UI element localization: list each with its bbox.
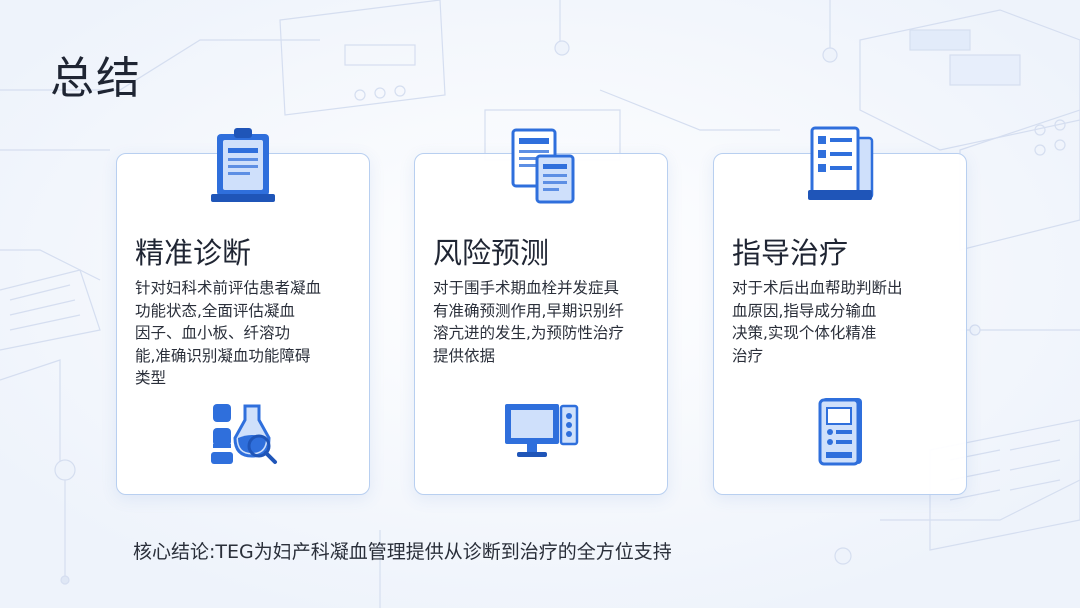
card-heading: 指导治疗	[732, 236, 849, 270]
card-description-line: 功能状态,全面评估凝血	[135, 301, 295, 320]
card-description-line: 决策,实现个体化精准	[732, 324, 877, 342]
card-description-line: 溶亢进的发生,为预防性治疗	[433, 324, 624, 342]
documents-icon	[511, 128, 575, 204]
card-description-line: 提供依据	[433, 346, 496, 365]
card-description: 对于术后出血帮助判断出 血原因,指导成分输血 决策,实现个体化精准 治疗	[732, 277, 954, 367]
card-description-line: 有准确预测作用,早期识别纤	[433, 301, 624, 320]
report-icon	[808, 126, 874, 200]
card-description-line: 因子、血小板、纤溶功	[135, 324, 291, 342]
card-description-line: 能,准确识别凝血功能障碍	[135, 346, 311, 365]
card-description-line: 治疗	[732, 346, 764, 365]
monitor-icon	[505, 404, 579, 457]
card-description-line: 血原因,指导成分输血	[732, 301, 877, 320]
card-description-line: 对于围手术期血栓并发症具	[433, 279, 620, 297]
card-heading: 精准诊断	[135, 236, 252, 270]
card-description-line: 类型	[135, 369, 167, 387]
card-heading: 风险预测	[433, 236, 550, 270]
card-precise-diagnosis: 精准诊断 针对妇科术前评估患者凝血 功能状态,全面评估凝血 因子、血小板、纤溶功…	[116, 128, 370, 495]
card-description-line: 对于术后出血帮助判断出	[732, 279, 903, 297]
lab-test-icon	[211, 404, 277, 464]
analyzer-device-icon	[818, 398, 862, 466]
page-title: 总结	[50, 53, 142, 104]
card-description-line: 针对妇科术前评估患者凝血	[135, 279, 322, 297]
card-risk-prediction: 风险预测 对于围手术期血栓并发症具 有准确预测作用,早期识别纤 溶亢进的发生,为…	[414, 128, 668, 495]
card-description: 针对妇科术前评估患者凝血 功能状态,全面评估凝血 因子、血小板、纤溶功 能,准确…	[135, 277, 357, 390]
card-treatment-guidance: 指导治疗 对于术后出血帮助判断出 血原因,指导成分输血 决策,实现个体化精准 治…	[713, 126, 967, 495]
conclusion-text: 核心结论:TEG为妇产科凝血管理提供从诊断到治疗的全方位支持	[133, 541, 672, 563]
card-description: 对于围手术期血栓并发症具 有准确预测作用,早期识别纤 溶亢进的发生,为预防性治疗…	[433, 277, 655, 367]
clipboard-icon	[211, 128, 275, 202]
